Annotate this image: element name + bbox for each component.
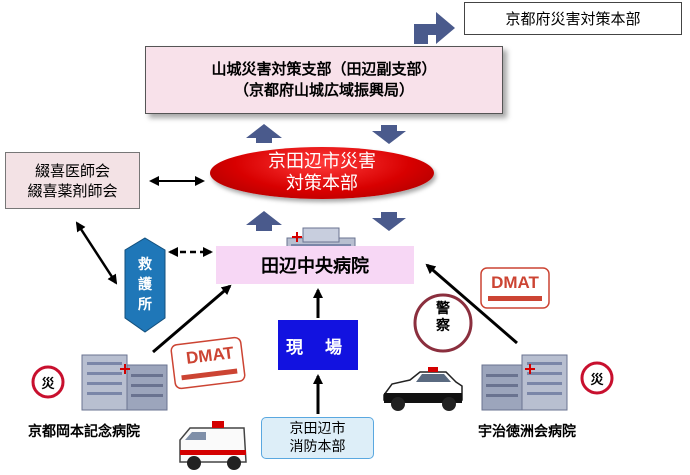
dmat-badge-left xyxy=(170,336,246,390)
doctors-line1: 綴喜医師会 xyxy=(34,161,110,180)
ambulance-icon xyxy=(179,421,247,470)
block-arrow-down-hospital xyxy=(372,212,406,231)
fire-department-box: 京田辺市 消防本部 xyxy=(261,417,374,459)
dmat-text-right: DMAT xyxy=(491,273,539,292)
medical-association-box: 綴喜医師会 綴喜薬剤師会 xyxy=(5,152,140,209)
okamoto-hospital-label: 京都岡本記念病院 xyxy=(28,424,140,440)
hospital-center-label: 田辺中央病院 xyxy=(261,256,369,277)
police-ring xyxy=(413,293,473,353)
kyugo-char: 所 xyxy=(138,297,152,313)
yamashiro-branch-box: 山城災害対策支部（田辺副支部） （京都府山城広域振興局） xyxy=(145,46,503,114)
kyugo-label: 救 護 所 xyxy=(130,255,160,315)
tanabe-central-hospital-box: 田辺中央病院 xyxy=(216,246,414,284)
arrow-doctors-kyugo xyxy=(75,221,118,285)
police-char: 警 xyxy=(436,301,450,317)
kyoto-hq-label: 京都府災害対策本部 xyxy=(505,10,641,28)
genba-box: 現 場 xyxy=(278,320,358,370)
fire-dept-line1: 京田辺市 xyxy=(289,421,346,437)
disaster-mark-text-right: 災 xyxy=(590,373,604,388)
yamashiro-line1: 山城災害対策支部（田辺副支部） xyxy=(211,60,437,78)
uji-hospital-icon xyxy=(481,354,568,411)
okamoto-hospital-icon xyxy=(81,354,168,411)
dmat-badge-right xyxy=(480,267,550,309)
block-arrow-up-hq xyxy=(246,124,282,143)
police-char: 察 xyxy=(436,318,450,334)
uji-hospital-label: 宇治徳洲会病院 xyxy=(478,424,576,440)
genba-label: 現 場 xyxy=(286,337,350,358)
fire-dept-line2: 消防本部 xyxy=(289,439,346,455)
disaster-mark-text-left: 災 xyxy=(41,377,55,392)
arrow-okamoto-hospital xyxy=(152,284,232,354)
police-car-icon xyxy=(383,367,463,411)
kyoto-hq-box: 京都府災害対策本部 xyxy=(464,2,682,35)
police-label: 警 察 xyxy=(417,301,469,335)
bent-arrow-up-right xyxy=(414,12,455,44)
block-arrow-up-hospital xyxy=(246,211,282,231)
arrow-uji-hospital xyxy=(425,263,518,345)
kyugo-char: 護 xyxy=(138,277,152,293)
kyugo-char: 救 xyxy=(138,257,152,273)
disaster-mark-left xyxy=(31,365,65,399)
disaster-mark-right xyxy=(580,361,614,395)
block-arrow-down-hq xyxy=(372,125,406,144)
kyugo-hexagon xyxy=(124,237,166,333)
yamashiro-line2: （京都府山城広域振興局） xyxy=(233,81,414,99)
tanabe-hq-line2: 対策本部 xyxy=(286,173,358,194)
doctors-line2: 綴喜薬剤師会 xyxy=(27,181,118,200)
tanabe-hq-ellipse: 京田辺市災害 対策本部 xyxy=(210,147,434,199)
tanabe-hq-line1: 京田辺市災害 xyxy=(268,151,376,172)
